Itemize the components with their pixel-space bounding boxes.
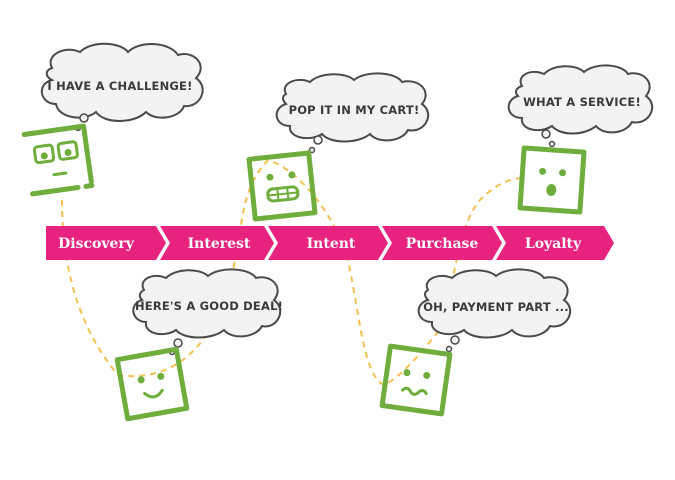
smiling-face-icon: [114, 346, 190, 422]
journey-dashed-path: [61, 158, 526, 387]
worried-face-icon: [379, 343, 453, 417]
stage-discovery: Discovery: [46, 226, 166, 260]
stage-loyalty: Loyalty: [496, 226, 614, 260]
stage-intent: Intent: [268, 226, 388, 260]
thought-bubble-loyalty: WHAT A SERVICE!: [507, 64, 653, 148]
stage-label: Discovery: [58, 236, 135, 252]
stage-interest: Interest: [160, 226, 274, 260]
stage-label: Intent: [307, 236, 356, 252]
thought-bubble-purchase: OH, PAYMENT PART ...: [417, 268, 571, 353]
glasses-face-icon: [21, 123, 95, 197]
thought-text: I HAVE A CHALLENGE!: [47, 79, 192, 93]
stage-purchase: Purchase: [382, 226, 502, 260]
thought-text: HERE'S A GOOD DEAL!: [135, 299, 283, 313]
thought-text: POP IT IN MY CART!: [289, 103, 420, 117]
stage-label: Purchase: [406, 236, 479, 252]
stage-label: Loyalty: [525, 236, 582, 252]
thought-text: WHAT A SERVICE!: [523, 95, 641, 109]
thought-bubble-interest: HERE'S A GOOD DEAL!: [132, 268, 283, 356]
thought-bubble-intent: POP IT IN MY CART!: [275, 72, 429, 154]
thought-bubble-discovery: I HAVE A CHALLENGE!: [41, 42, 204, 132]
thought-text: OH, PAYMENT PART ...: [423, 300, 569, 314]
grimacing-face-icon: [246, 150, 318, 222]
stage-label: Interest: [188, 236, 251, 252]
surprised-face-icon: [517, 145, 587, 215]
stage-ribbon: Discovery Interest Intent Purchase Loyal…: [46, 226, 614, 260]
